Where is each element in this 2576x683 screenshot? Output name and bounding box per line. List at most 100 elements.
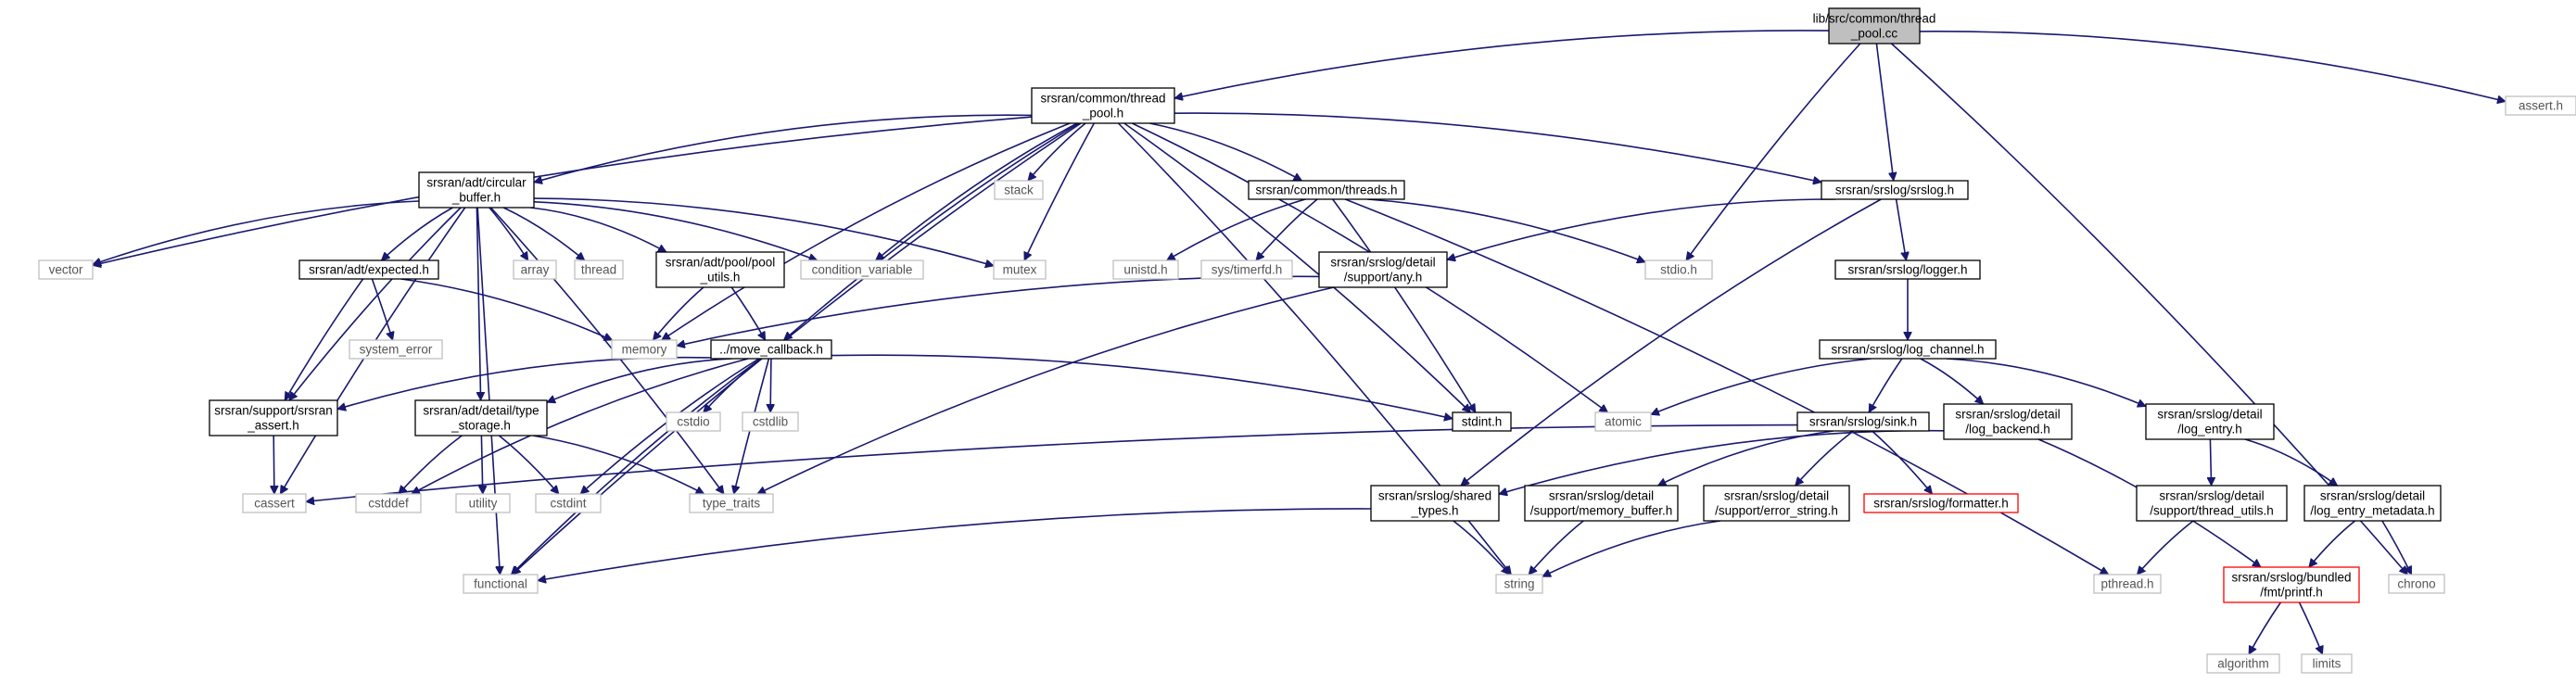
- node-pthread: pthread.h: [2093, 574, 2162, 594]
- node-printf-h[interactable]: srsran/srslog/bundled/fmt/printf.h: [2223, 566, 2360, 603]
- node-box: [1594, 411, 1652, 432]
- node-srslog-h[interactable]: srsran/srslog/srslog.h: [1821, 180, 1969, 200]
- node-label: array: [521, 263, 550, 277]
- node-label: stack: [1004, 183, 1034, 197]
- node-label: cstdlib: [753, 415, 788, 429]
- edge-expected-to-memory: [400, 278, 613, 340]
- node-box: [1318, 251, 1448, 288]
- node-box: [2145, 403, 2275, 440]
- edge-circular-buffer-to-type-traits: [489, 207, 725, 494]
- node-label: srsran/srslog/srslog.h: [1835, 183, 1954, 197]
- node-shared-types[interactable]: srsran/srslog/shared_types.h: [1370, 485, 1500, 522]
- node-label: algorithm: [2217, 657, 2269, 671]
- node-memory-buffer[interactable]: srsran/srslog/detail/support/memory_buff…: [1524, 485, 1679, 522]
- node-memory: memory: [611, 339, 678, 360]
- edge-type-storage-to-type-traits: [532, 435, 704, 495]
- node-any-h[interactable]: srsran/srslog/detail/support/any.h: [1318, 251, 1448, 288]
- edge-log-backend-to-shared-types: [1499, 429, 1945, 495]
- edge-root-to-assert-h: [1919, 31, 2506, 102]
- node-log-entry[interactable]: srsran/srslog/detail/log_entry.h: [2145, 403, 2275, 440]
- node-threads-h[interactable]: srsran/common/threads.h: [1248, 180, 1405, 200]
- edge-thread-pool-h-to-stack: [1028, 122, 1086, 181]
- node-thread-utils[interactable]: srsran/srslog/detail/support/thread_util…: [2136, 485, 2288, 522]
- node-box: [298, 259, 439, 280]
- edge-move-callback-to-functional: [512, 358, 761, 575]
- node-label: srsran/srslog/detail: [2157, 408, 2262, 422]
- node-box: [209, 399, 338, 436]
- edge-shared-types-to-functional: [538, 508, 1372, 581]
- node-box: [611, 339, 678, 360]
- node-atomic: atomic: [1594, 411, 1652, 432]
- node-vector: vector: [38, 259, 94, 280]
- node-label: sys/timerfd.h: [1212, 263, 1283, 277]
- edge-srsran-assert-to-cassert: [273, 435, 274, 494]
- edge-error-string-to-string: [1542, 520, 1721, 577]
- node-label: /fmt/printf.h: [2260, 586, 2323, 600]
- edge-thread-utils-to-pthread: [2138, 520, 2194, 575]
- node-box: [1495, 574, 1543, 594]
- edge-circular-buffer-to-srsran-assert: [288, 207, 462, 400]
- node-label: srsran/adt/detail/type: [423, 404, 539, 418]
- node-circular-buffer[interactable]: srsran/adt/circular_buffer.h: [418, 171, 535, 209]
- node-label: _pool.h: [1082, 107, 1123, 120]
- node-log-backend[interactable]: srsran/srslog/detail/log_backend.h: [1943, 403, 2073, 440]
- node-type-traits: type_traits: [689, 493, 774, 513]
- node-label: condition_variable: [812, 263, 913, 277]
- node-label: /support/any.h: [1344, 271, 1423, 285]
- node-srsran-assert[interactable]: srsran/support/srsran_assert.h: [209, 399, 338, 436]
- node-log-entry-metadata[interactable]: srsran/srslog/detail/log_entry_metadata.…: [2303, 485, 2442, 522]
- node-box: [689, 493, 774, 513]
- node-formatter[interactable]: srsran/srslog/formatter.h: [1863, 493, 2019, 513]
- node-box: [1524, 485, 1679, 522]
- edge-printf-h-to-algorithm: [2248, 601, 2282, 654]
- node-label: srsran/srslog/shared: [1378, 489, 1491, 503]
- node-chrono: chrono: [2388, 574, 2445, 594]
- node-box: [1821, 180, 1969, 200]
- node-logger-h[interactable]: srsran/srslog/logger.h: [1834, 259, 1981, 280]
- node-root[interactable]: lib/src/common/thread_pool.cc: [1813, 7, 1936, 44]
- node-error-string[interactable]: srsran/srslog/detail/support/error_strin…: [1703, 485, 1850, 522]
- node-expected[interactable]: srsran/adt/expected.h: [298, 259, 439, 280]
- node-label: stdint.h: [1462, 415, 1503, 429]
- node-move-callback[interactable]: ../move_callback.h: [710, 339, 832, 360]
- edge-circular-buffer-to-mutex: [533, 197, 994, 266]
- node-box: [2093, 574, 2162, 594]
- edge-circular-buffer-to-thread: [502, 207, 585, 260]
- node-label: _assert.h: [247, 419, 299, 433]
- node-label: _buffer.h: [451, 191, 501, 205]
- node-pool-utils[interactable]: srsran/adt/pool/pool_utils.h: [655, 251, 785, 288]
- node-thread-pool-h[interactable]: srsran/common/thread_pool.h: [1031, 87, 1175, 124]
- node-label: functional: [474, 577, 527, 591]
- node-type-storage[interactable]: srsran/adt/detail/type_storage.h: [414, 399, 548, 436]
- node-box: [1819, 339, 1997, 360]
- node-unistd: unistd.h: [1112, 259, 1179, 280]
- edge-log-entry-to-log-entry-metadata: [2244, 438, 2338, 487]
- edge-thread-pool-h-to-condvar: [876, 122, 1078, 260]
- node-label: memory: [622, 343, 667, 357]
- node-stdint[interactable]: stdint.h: [1452, 411, 1512, 432]
- edge-circular-buffer-to-pool-utils: [530, 207, 666, 253]
- edge-pool-utils-to-memory: [654, 286, 704, 340]
- edge-threads-h-to-unistd: [1167, 198, 1306, 261]
- edge-threads-h-to-timerfd: [1256, 198, 1318, 260]
- node-box: [2223, 566, 2360, 603]
- node-sink-h[interactable]: srsran/srslog/sink.h: [1796, 411, 1930, 432]
- node-label: unistd.h: [1123, 263, 1167, 277]
- node-log-channel[interactable]: srsran/srslog/log_channel.h: [1819, 339, 1997, 360]
- edge-thread-pool-h-to-memory: [662, 122, 1071, 341]
- edge-type-storage-to-cstddef: [399, 435, 463, 494]
- node-array: array: [513, 259, 557, 280]
- node-box: [994, 180, 1044, 200]
- node-label: pthread.h: [2100, 577, 2153, 591]
- node-label: /support/memory_buffer.h: [1530, 504, 1673, 518]
- node-label: vector: [49, 263, 83, 277]
- edge-circular-buffer-to-expected: [382, 207, 453, 260]
- node-box: [1828, 7, 1921, 44]
- node-label: srsran/adt/circular: [426, 176, 527, 190]
- node-label: cstdint: [550, 497, 586, 511]
- edge-thread-pool-h-to-stdint: [1123, 122, 1471, 412]
- node-box: [742, 411, 799, 432]
- node-label: srsran/srslog/formatter.h: [1873, 497, 2009, 511]
- node-cassert: cassert: [242, 493, 307, 513]
- node-label: _utils.h: [700, 271, 741, 285]
